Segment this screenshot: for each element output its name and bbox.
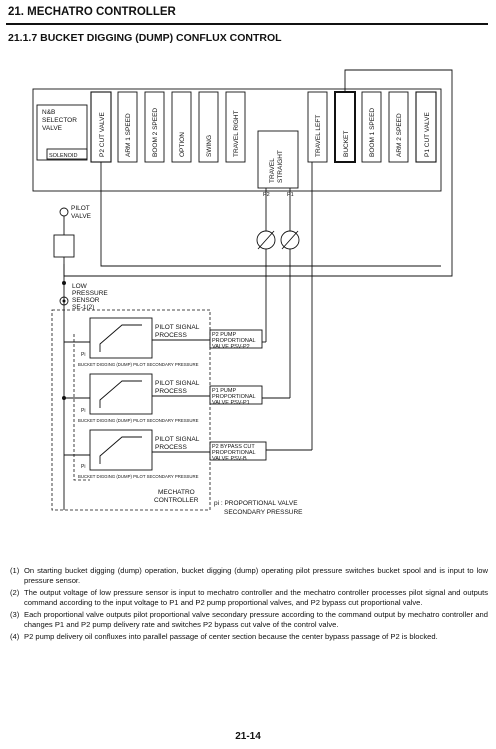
legend-label: pi : PROPORTIONAL VALVE SECONDARY PRESSU… xyxy=(214,500,303,516)
pilot-valve-label: PILOT VALVE xyxy=(71,205,92,220)
spool-label-p1-cut: P1 CUT VALVE xyxy=(424,112,431,157)
spool-arm1 xyxy=(117,91,138,163)
spool-label-boom1: BOOM 1 SPEED xyxy=(369,108,376,157)
pilot-valve-symbol xyxy=(59,207,69,217)
solenoid-box xyxy=(46,148,88,160)
spool-travel-left xyxy=(307,91,328,163)
spool-label-travel-right: TRAVEL RIGHT xyxy=(233,110,240,157)
spool-option xyxy=(171,91,192,163)
low-pressure-sensor-label: LOW PRESSURE SENSOR SE-1(2) xyxy=(72,283,110,311)
process-caption-2: BUCKET DIGGING (DUMP) PILOT SECONDARY PR… xyxy=(78,418,199,423)
spool-label-p2-cut: P2 CUT VALVE xyxy=(99,112,106,157)
spool-boom2 xyxy=(144,91,165,163)
pi-label-1: Pi xyxy=(81,352,85,358)
spool-label-swing: SWING xyxy=(206,135,213,157)
spool-p1-cut xyxy=(415,91,437,163)
mechatro-label: MECHATRO CONTROLLER xyxy=(154,489,199,504)
spool-travel-right xyxy=(225,91,246,163)
process-caption-3: BUCKET DIGGING (DUMP) PILOT SECONDARY PR… xyxy=(78,474,199,479)
notes-list: (1)On starting bucket digging (dump) ope… xyxy=(10,566,488,643)
p2-cut-line xyxy=(100,162,441,267)
p2-label: P2 xyxy=(263,192,270,198)
subsection-title: 21.1.7 BUCKET DIGGING (DUMP) CONFLUX CON… xyxy=(8,32,282,44)
spool-arm2 xyxy=(388,91,409,163)
note-item: (2)The output voltage of low pressure se… xyxy=(10,587,488,608)
spool-label-boom2: BOOM 2 SPEED xyxy=(152,108,159,157)
spool-label-option: OPTION xyxy=(179,132,186,157)
pilot-valve-block xyxy=(53,234,75,258)
spool-swing xyxy=(198,91,219,163)
pi-label-2: Pi xyxy=(81,408,85,414)
spool-label-arm2: ARM 2 SPEED xyxy=(396,113,403,157)
spool-label-arm1: ARM 1 SPEED xyxy=(125,113,132,157)
spool-boom1 xyxy=(361,91,382,163)
header-divider xyxy=(6,23,488,25)
p1-label: P1 xyxy=(287,192,294,198)
travel-straight-label-1: TRAVEL xyxy=(269,158,276,183)
conflux-diagram: N&B SELECTOR VALVE SOLENOID P2 CUT VALVE… xyxy=(32,69,453,516)
process-box-3 xyxy=(89,429,153,471)
solenoid-label: SOLENOID xyxy=(49,153,77,159)
travel-straight-box xyxy=(257,130,299,189)
pi-label-3: Pi xyxy=(81,464,85,470)
note-item: (4)P2 pump delivery oil confluxes into p… xyxy=(10,631,438,641)
selector-valve-box xyxy=(36,104,88,161)
mechatro-controller-outline xyxy=(51,309,211,511)
low-pressure-sensor xyxy=(59,296,69,306)
note-item: (1)On starting bucket digging (dump) ope… xyxy=(10,566,488,586)
travel-straight-label-2: STRAIGHT xyxy=(277,150,284,183)
spool-label-travel-left: TRAVEL LEFT xyxy=(315,115,322,157)
spool-label-bucket: BUCKET xyxy=(343,131,350,157)
selector-valve-label: N&B SELECTOR VALVE xyxy=(42,109,79,132)
note-item: (3)Each proportional valve outputs pilot… xyxy=(10,609,488,630)
process-box-1 xyxy=(89,317,153,359)
page-number: 21-14 xyxy=(235,731,261,742)
process-caption-1: BUCKET DIGGING (DUMP) PILOT SECONDARY PR… xyxy=(78,362,199,367)
control-valve-housing xyxy=(32,88,442,192)
psv-b-box xyxy=(209,441,267,461)
section-title: 21. MECHATRO CONTROLLER xyxy=(8,6,176,18)
process-box-2 xyxy=(89,373,153,415)
